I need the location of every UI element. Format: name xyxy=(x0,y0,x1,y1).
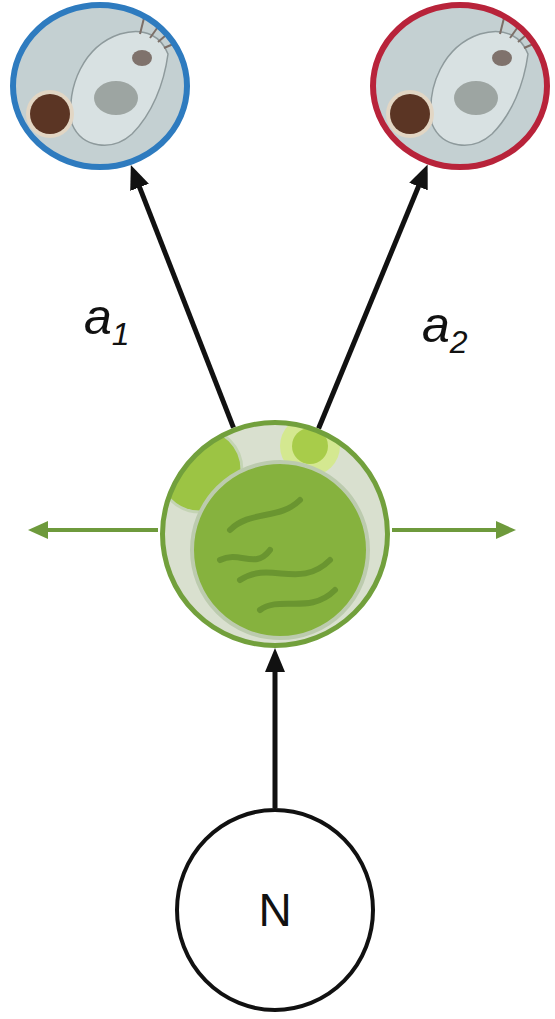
rotifer-organ xyxy=(132,50,152,66)
rotifer-egg xyxy=(390,94,430,134)
node-outline xyxy=(370,2,550,170)
outline-ellipse xyxy=(373,5,547,167)
flow-arrow xyxy=(273,662,278,808)
cell-texture xyxy=(220,500,335,610)
rate-label: a1 xyxy=(84,292,130,342)
node-label: N xyxy=(258,887,291,933)
outline-ellipse xyxy=(177,810,373,1010)
rate-label: a2 xyxy=(422,300,468,350)
egg-ring xyxy=(386,90,434,138)
species-circle xyxy=(160,420,390,648)
species-circle xyxy=(370,2,550,170)
egg-ring xyxy=(26,90,74,138)
photo-ground xyxy=(10,2,190,170)
label-symbol: a xyxy=(422,297,450,353)
label-symbol: a xyxy=(84,289,112,345)
node-outline xyxy=(10,2,190,170)
node-outline xyxy=(160,420,390,648)
outflow-arrow xyxy=(38,528,158,532)
species-circle xyxy=(10,2,190,170)
outflow-arrow xyxy=(392,528,506,532)
flow-arrow xyxy=(319,177,423,428)
outline-ellipse xyxy=(13,5,187,167)
label-subscript: 2 xyxy=(450,324,468,360)
rotifer-organ xyxy=(454,81,498,115)
rotifer-photo xyxy=(10,2,190,170)
photo-ground xyxy=(370,2,550,170)
rotifer-organ xyxy=(94,81,138,115)
rotifer-body xyxy=(431,31,528,145)
rotifer-body xyxy=(71,31,168,145)
nutrient-circle: N xyxy=(175,808,375,1012)
outline-ellipse xyxy=(163,423,388,646)
rotifer-photo xyxy=(370,2,550,170)
label-subscript: 1 xyxy=(112,316,130,352)
rotifer-egg xyxy=(30,94,70,134)
algae-photo xyxy=(158,416,390,648)
photo-ground xyxy=(160,420,390,648)
algae-cell xyxy=(192,462,368,638)
flow-arrow xyxy=(136,178,234,428)
rotifer-organ xyxy=(492,50,512,66)
